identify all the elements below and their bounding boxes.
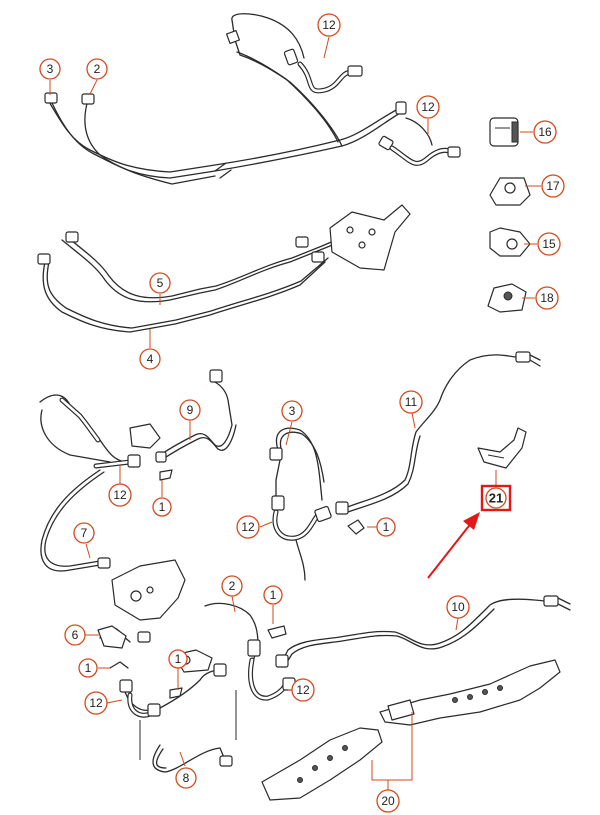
callout-1-left: 1 [152, 497, 172, 517]
callout-12-center: 12 [236, 515, 260, 539]
callout-label: 12 [113, 488, 127, 502]
clip-part-16 [489, 117, 519, 147]
clip-part-18 [487, 283, 527, 313]
callout-label: 15 [542, 237, 556, 251]
callout-6: 6 [64, 624, 86, 646]
callout-label: 1 [270, 588, 277, 602]
highlight-label: 21 [489, 491, 503, 506]
callout-18: 18 [535, 286, 559, 310]
bottom-brake-line-assembly [97, 595, 571, 801]
callout-label: 17 [546, 179, 560, 193]
callout-3-top: 3 [39, 58, 61, 80]
callout-10: 10 [446, 595, 470, 619]
leader-lines [49, 36, 541, 790]
center-brake-line-assembly [269, 351, 541, 581]
callout-label: 1 [383, 520, 390, 534]
callout-2-bottom: 2 [221, 575, 243, 597]
clip-part-17 [489, 177, 531, 206]
callout-7: 7 [73, 522, 95, 544]
callout-label: 3 [47, 62, 54, 76]
callout-1-bottom-top: 1 [263, 585, 283, 605]
callout-1-bottom-left: 1 [78, 658, 98, 678]
callout-label: 12 [89, 696, 103, 710]
callout-label: 8 [183, 771, 190, 785]
callout-20: 20 [376, 789, 400, 813]
callout-label: 1 [85, 661, 92, 675]
callout-11: 11 [399, 390, 423, 414]
callout-label: 18 [540, 291, 554, 305]
callout-label: 1 [159, 500, 166, 514]
callout-label: 9 [187, 403, 194, 417]
callout-label: 16 [538, 125, 552, 139]
callout-12-bottom-left: 12 [84, 691, 108, 715]
callout-8: 8 [175, 767, 197, 789]
bracket-part-21 [477, 427, 527, 469]
callout-label: 12 [421, 100, 435, 114]
callout-12-bottom-right: 12 [291, 678, 315, 702]
callout-label: 1 [175, 652, 182, 666]
callout-16: 16 [533, 120, 557, 144]
callout-label: 6 [72, 628, 79, 642]
callout-label: 12 [322, 18, 336, 32]
callout-9: 9 [179, 399, 201, 421]
callout-label: 7 [81, 526, 88, 540]
callout-label: 12 [241, 520, 255, 534]
callout-4: 4 [139, 348, 161, 370]
callout-12-top-right: 12 [416, 95, 440, 119]
callout-label: 11 [405, 395, 418, 409]
callout-1-bottom-mid: 1 [168, 649, 188, 669]
callout-12-top-left: 12 [317, 13, 341, 37]
callout-label: 10 [451, 600, 465, 614]
callout-label: 12 [296, 683, 310, 697]
callout-5: 5 [149, 272, 171, 294]
highlight-callout-21: 21 [480, 470, 512, 512]
callout-2-top: 2 [86, 58, 108, 80]
callout-15: 15 [537, 232, 561, 256]
callout-label: 20 [381, 794, 395, 808]
callout-label: 2 [94, 62, 101, 76]
callout-label: 5 [157, 276, 164, 290]
callout-17: 17 [541, 174, 565, 198]
callout-12-left: 12 [108, 483, 132, 507]
middle-brake-line-assembly [37, 204, 411, 333]
clip-part-15 [489, 227, 531, 257]
callout-1-center: 1 [376, 517, 396, 537]
left-brake-line-assembly [39, 369, 237, 621]
callout-label: 2 [229, 579, 236, 593]
top-brake-line-assembly [44, 13, 461, 185]
callout-3-center: 3 [281, 400, 303, 422]
red-pointer-arrow [427, 512, 480, 579]
callout-label: 3 [289, 404, 296, 418]
callout-label: 4 [147, 352, 154, 366]
